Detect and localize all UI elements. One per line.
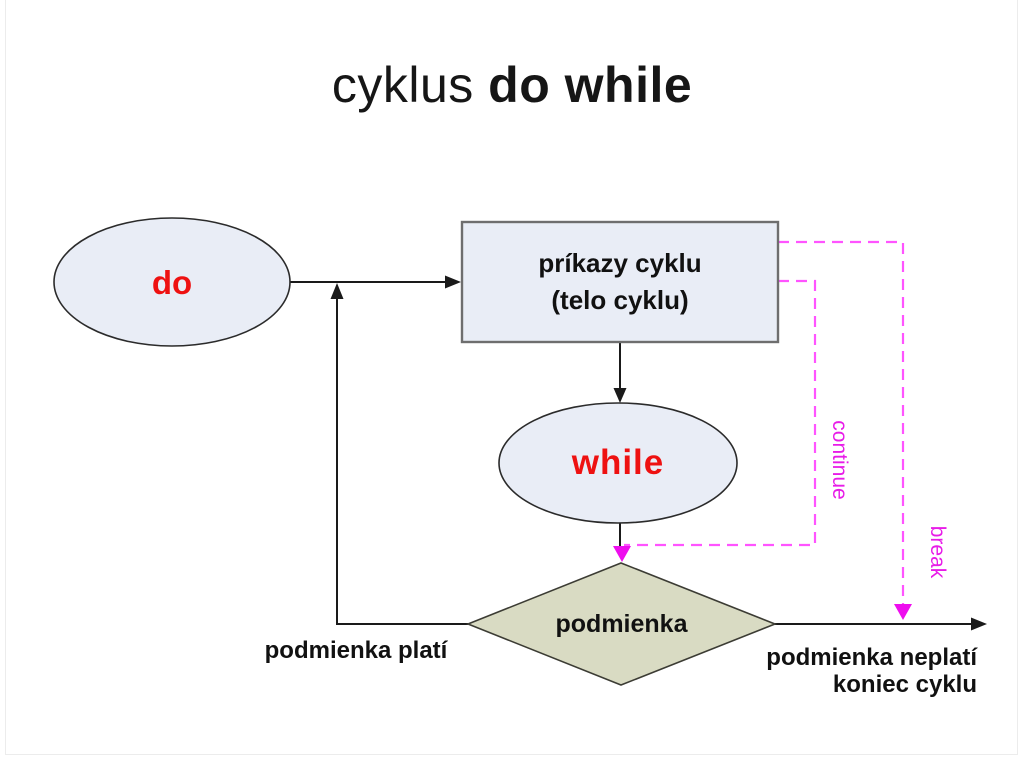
condition-false-line1: podmienka neplatí [766,644,977,671]
body-node-line2: (telo cyklu) [551,285,689,315]
do-ellipse [53,217,291,347]
edge-continue-dashed [624,279,817,547]
condition-false-label: podmienka neplatí koniec cyklu [690,644,977,698]
body-node-label: príkazy cyklu (telo cyklu) [462,222,778,342]
condition-true-label: podmienka platí [264,637,448,664]
condition-diamond [465,562,778,686]
edge-condition-true-feedback [336,298,468,625]
continue-edge-label: continue [828,420,851,500]
condition-false-line2: koniec cyklu [832,671,977,698]
arrowhead-break [894,604,912,620]
edge-break-dashed [778,240,905,604]
while-node-label: while [571,443,665,482]
title-keyword: do while [488,57,693,113]
arrowhead-exit-right [971,617,987,631]
page-title: cyklus do while [0,56,1024,114]
title-prefix: cyklus [331,57,489,113]
do-node-label: do [151,263,193,301]
arrowhead-continue [613,546,631,562]
body-node-line1: príkazy cyklu [538,248,702,278]
while-ellipse [498,402,738,524]
arrowhead-body-to-while [613,388,627,403]
body-rectangle [460,220,780,344]
arrowhead-feedback-up [330,283,344,299]
condition-node-label: podmienka [555,609,688,638]
arrowhead-do-to-body [445,275,461,289]
break-edge-label: break [926,525,949,579]
